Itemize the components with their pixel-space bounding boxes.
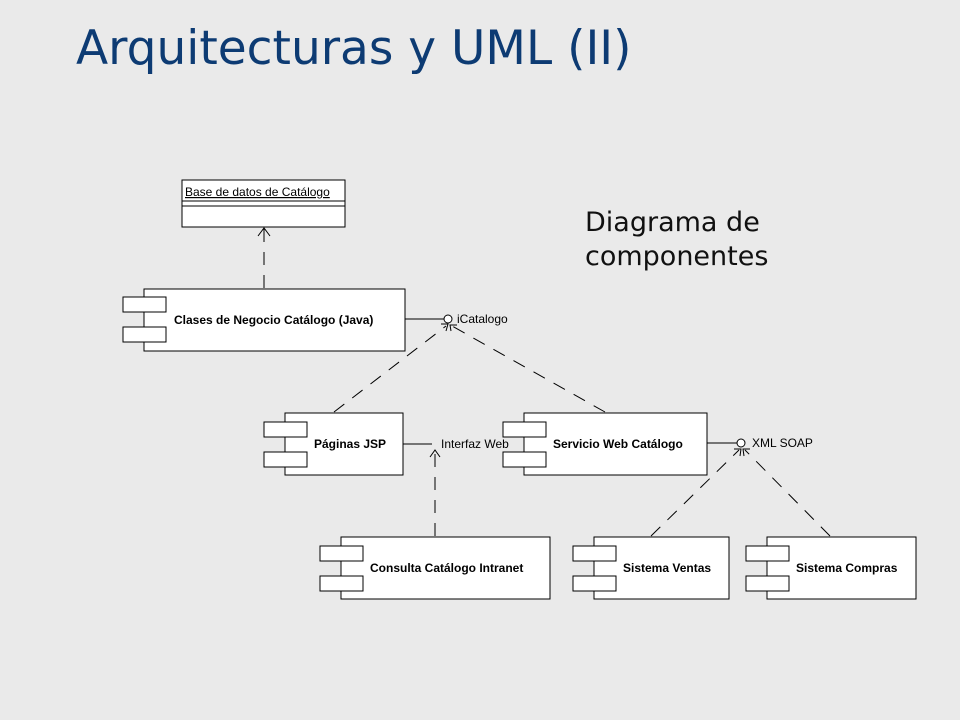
dependency-line [451, 325, 606, 413]
component-tab-bottom [122, 326, 167, 343]
component-sistema-ventas: Sistema Ventas [572, 536, 730, 600]
component-consulta-intranet: Consulta Catálogo Intranet [319, 536, 551, 600]
component-label-sistema-compras: Sistema Compras [796, 561, 898, 575]
dependency-arrowhead [734, 448, 742, 457]
component-label-paginas-jsp: Páginas JSP [314, 437, 386, 451]
database-box-outline [181, 179, 346, 228]
component-tab-top [319, 545, 364, 562]
component-body [340, 536, 551, 600]
component-servicio-web: Servicio Web Catálogo [502, 412, 708, 476]
interface-circle [736, 438, 746, 448]
dependency-jsp-to-icatalogo [333, 323, 449, 413]
dependency-line [744, 449, 831, 537]
interface-circle [443, 314, 453, 324]
component-tab-top [502, 421, 547, 438]
dependency-intranet-to-interfaz-web [429, 449, 441, 536]
component-label-servicio-web: Servicio Web Catálogo [553, 437, 683, 451]
dependency-ventas-to-xml-soap [650, 448, 742, 537]
component-tab-top [572, 545, 617, 562]
component-tab-top [263, 421, 308, 438]
diagram-caption: Diagrama de componentes [585, 206, 768, 274]
interface-icatalogo: iCatalogo [405, 312, 508, 326]
component-sistema-compras: Sistema Compras [745, 536, 917, 600]
caption-line-2: componentes [585, 241, 769, 272]
dependency-arrowhead [257, 227, 271, 237]
component-tab-bottom [263, 451, 308, 468]
component-paginas-jsp: Páginas JSP [263, 412, 404, 476]
slide-title: Arquitecturas y UML (II) [76, 21, 632, 76]
component-tab-bottom [745, 575, 790, 592]
component-label-sistema-ventas: Sistema Ventas [623, 561, 711, 575]
interface-label-xml-soap: XML SOAP [752, 436, 813, 450]
dependency-webservice-to-icatalogo [449, 324, 606, 413]
interface-label-interfaz-web: Interfaz Web [441, 437, 509, 451]
dependency-arrowhead [742, 448, 750, 457]
component-tab-bottom [319, 575, 364, 592]
caption-line-1: Diagrama de [585, 207, 760, 238]
component-tab-bottom [502, 451, 547, 468]
component-body [143, 288, 406, 352]
database-box: Base de datos de Catálogo [181, 179, 346, 228]
dependency-compras-to-xml-soap [742, 448, 831, 537]
dependency-arrowhead [441, 323, 449, 332]
interface-xml-soap: XML SOAP [707, 436, 813, 450]
component-clases-negocio: Clases de Negocio Catálogo (Java) [122, 288, 406, 352]
component-body [766, 536, 917, 600]
dependency-arrowhead [449, 324, 457, 332]
component-label-consulta-intranet: Consulta Catálogo Intranet [370, 561, 523, 575]
dependency-line [650, 449, 740, 537]
dependency-to-database [257, 227, 271, 288]
database-label: Base de datos de Catálogo [185, 185, 330, 199]
component-body [523, 412, 708, 476]
component-tab-bottom [572, 575, 617, 592]
component-label-clases-negocio: Clases de Negocio Catálogo (Java) [174, 313, 373, 327]
component-tab-top [122, 296, 167, 313]
dependency-line [333, 325, 447, 413]
dependency-arrowhead [429, 449, 441, 458]
interface-label-icatalogo: iCatalogo [457, 312, 508, 326]
component-tab-top [745, 545, 790, 562]
interface-interfaz-web: Interfaz Web [403, 437, 509, 451]
